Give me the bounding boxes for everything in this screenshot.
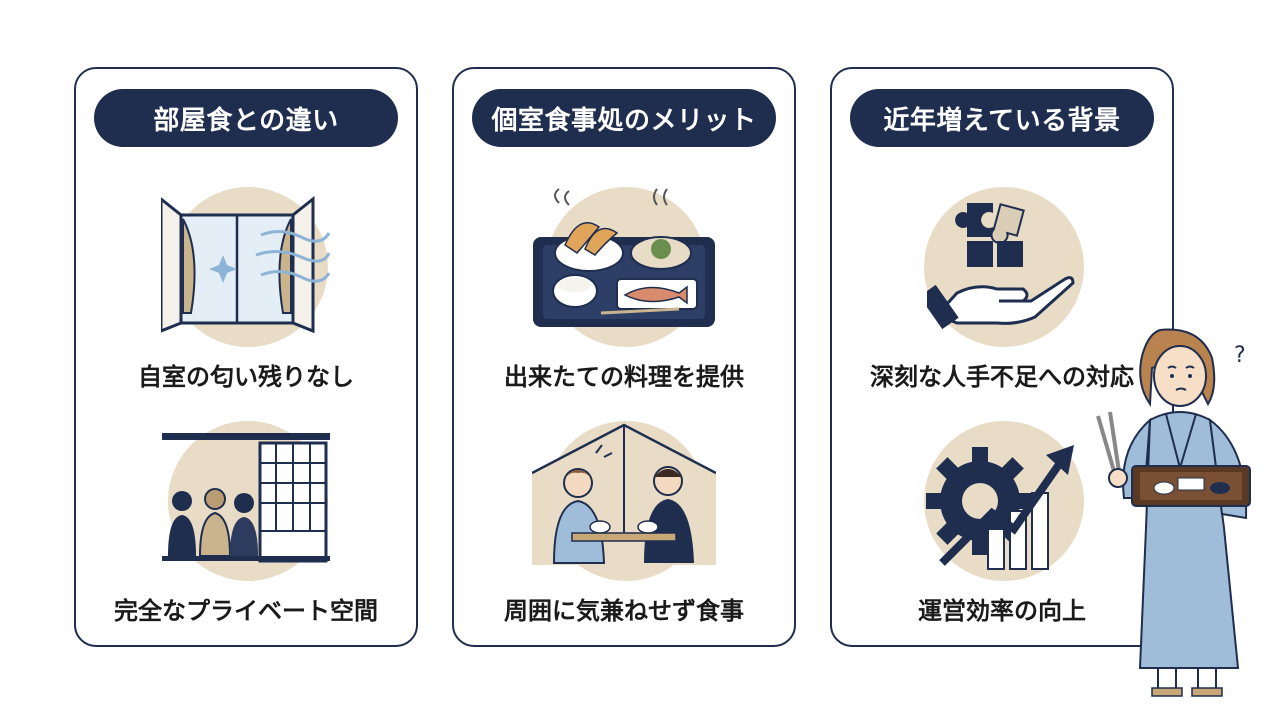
item-label: 周囲に気兼ねせず食事 [504, 597, 744, 625]
panel-background-reasons: 近年増えている背景 深刻な人手不足への対応 [830, 67, 1174, 647]
staff-woman-illustration: ? [1096, 328, 1251, 697]
item-label: 深刻な人手不足への対応 [870, 363, 1134, 391]
item-label: 完全なプライベート空間 [114, 597, 378, 625]
item-label: 運営効率の向上 [918, 597, 1086, 625]
item-label: 自室の匂い残りなし [138, 363, 354, 391]
panel-heading: 個室食事処のメリット [472, 89, 776, 147]
panel-room-dining-difference: 部屋食との違い 自室の匂い残りなし 完全なプ [74, 67, 418, 647]
panel-heading: 近年増えている背景 [850, 89, 1154, 147]
window-ventilation-icon [161, 195, 331, 333]
panel-heading: 部屋食との違い [94, 89, 398, 147]
panel-private-dining-merits: 個室食事処のメリット 出来たての料理を提供 周囲に気兼ねせず食 [452, 67, 796, 647]
private-room-icon [162, 433, 330, 563]
dining-couple-icon [532, 423, 716, 565]
food-tray-icon [533, 188, 715, 327]
gear-growth-icon [926, 445, 1074, 570]
item-label: 出来たての料理を提供 [504, 363, 744, 391]
question-mark: ? [1234, 343, 1246, 368]
puzzle-hand-icon [927, 203, 1075, 330]
